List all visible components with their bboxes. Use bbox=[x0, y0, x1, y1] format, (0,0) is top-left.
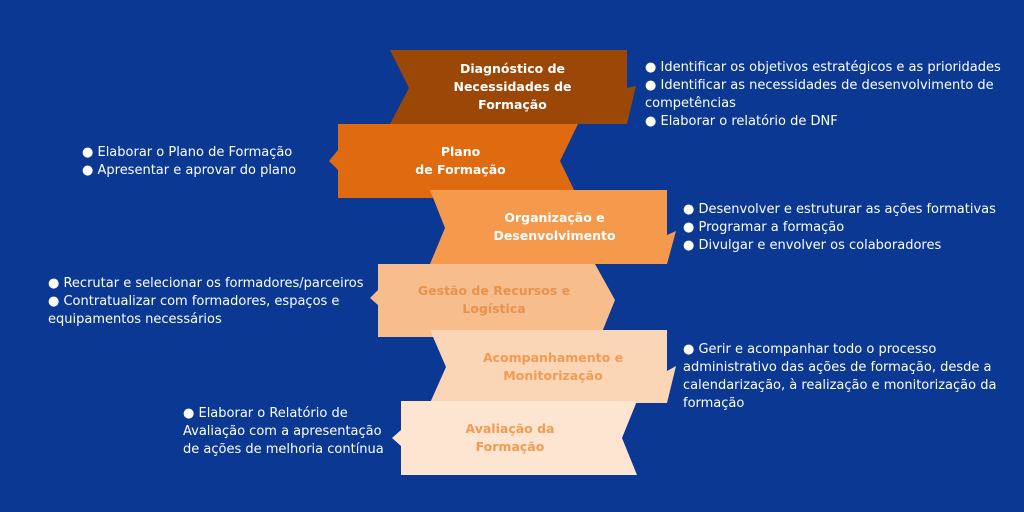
note-item: Gerir e acompanhar todo o processo admin… bbox=[683, 341, 1001, 413]
note-item: Identificar as necessidades de desenvolv… bbox=[645, 77, 1013, 113]
step-shape-4 bbox=[370, 264, 615, 337]
notes-acompanhamento: Gerir e acompanhar todo o processo admin… bbox=[683, 341, 1001, 413]
step-label-diagnostico: Diagnóstico de Necessidades de Formação bbox=[453, 61, 572, 112]
step-label-plano: Plano de Formação bbox=[415, 144, 506, 177]
note-item: Elaborar o Relatório de Avaliação com a … bbox=[183, 405, 387, 459]
step-shape-2 bbox=[329, 124, 578, 198]
note-item: Identificar os objetivos estratégicos e … bbox=[645, 59, 1013, 77]
notes-avaliacao: Elaborar o Relatório de Avaliação com a … bbox=[183, 405, 387, 459]
note-item: Contratualizar com formadores, espaços e… bbox=[48, 293, 366, 329]
step-shape-6 bbox=[392, 401, 637, 475]
note-item: Apresentar e aprovar do plano bbox=[82, 162, 322, 180]
note-item: Divulgar e envolver os colaboradores bbox=[683, 237, 1013, 255]
notes-organizacao: Desenvolver e estruturar as ações format… bbox=[683, 201, 1013, 255]
step-label-avaliacao: Avaliação da Formação bbox=[465, 421, 555, 454]
step-shape-1 bbox=[390, 50, 636, 124]
step-label-organizacao: Organização e Desenvolvimento bbox=[493, 210, 616, 243]
notes-diagnostico: Identificar os objetivos estratégicos e … bbox=[645, 59, 1013, 131]
notes-gestao-recursos: Recrutar e selecionar os formadores/parc… bbox=[48, 275, 366, 329]
note-item: Desenvolver e estruturar as ações format… bbox=[683, 201, 1013, 219]
step-label-acompanhamento: Acompanhamento e Monitorização bbox=[482, 350, 624, 383]
note-item: Programar a formação bbox=[683, 219, 1013, 237]
step-shape-5 bbox=[430, 330, 676, 403]
step-shape-3 bbox=[430, 190, 676, 264]
note-item: Elaborar o Plano de Formação bbox=[82, 144, 322, 162]
step-label-gestao-recursos: Gestão de Recursos e Logística bbox=[417, 283, 571, 316]
notes-plano: Elaborar o Plano de Formação Apresentar … bbox=[82, 144, 322, 180]
note-item: Elaborar o relatório de DNF bbox=[645, 113, 1013, 131]
note-item: Recrutar e selecionar os formadores/parc… bbox=[48, 275, 366, 293]
